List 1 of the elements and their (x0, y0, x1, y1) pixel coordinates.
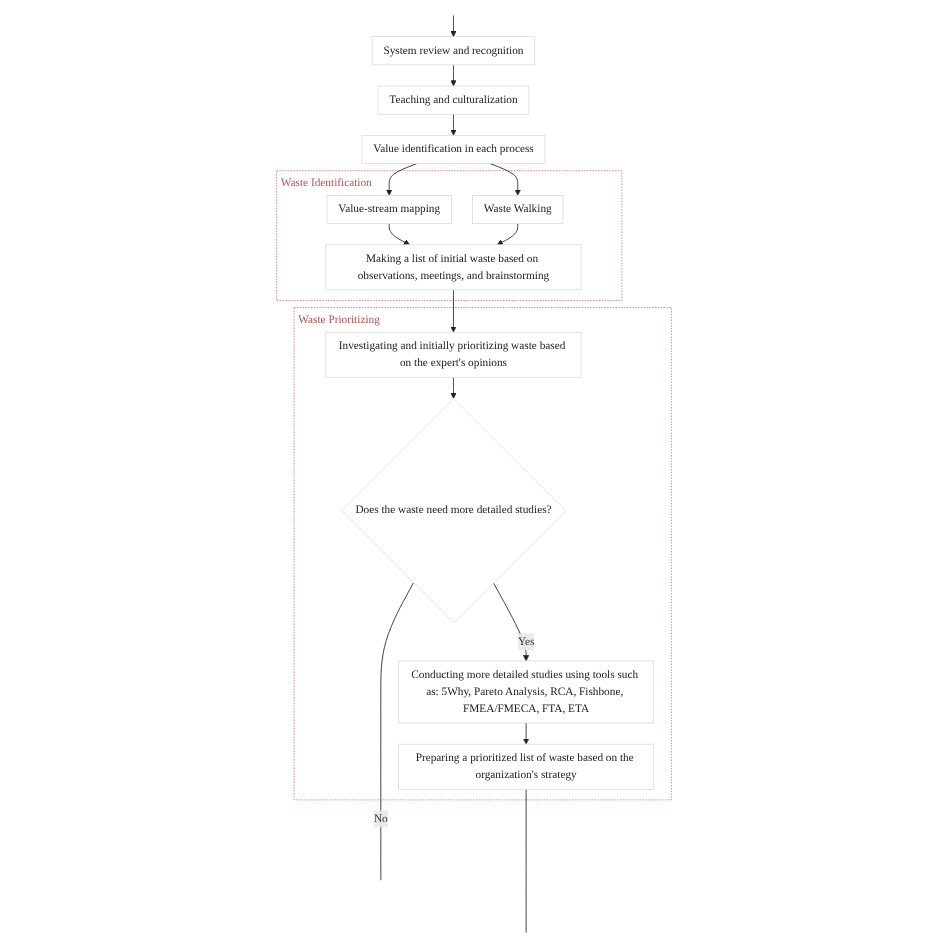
connector (380, 582, 414, 881)
